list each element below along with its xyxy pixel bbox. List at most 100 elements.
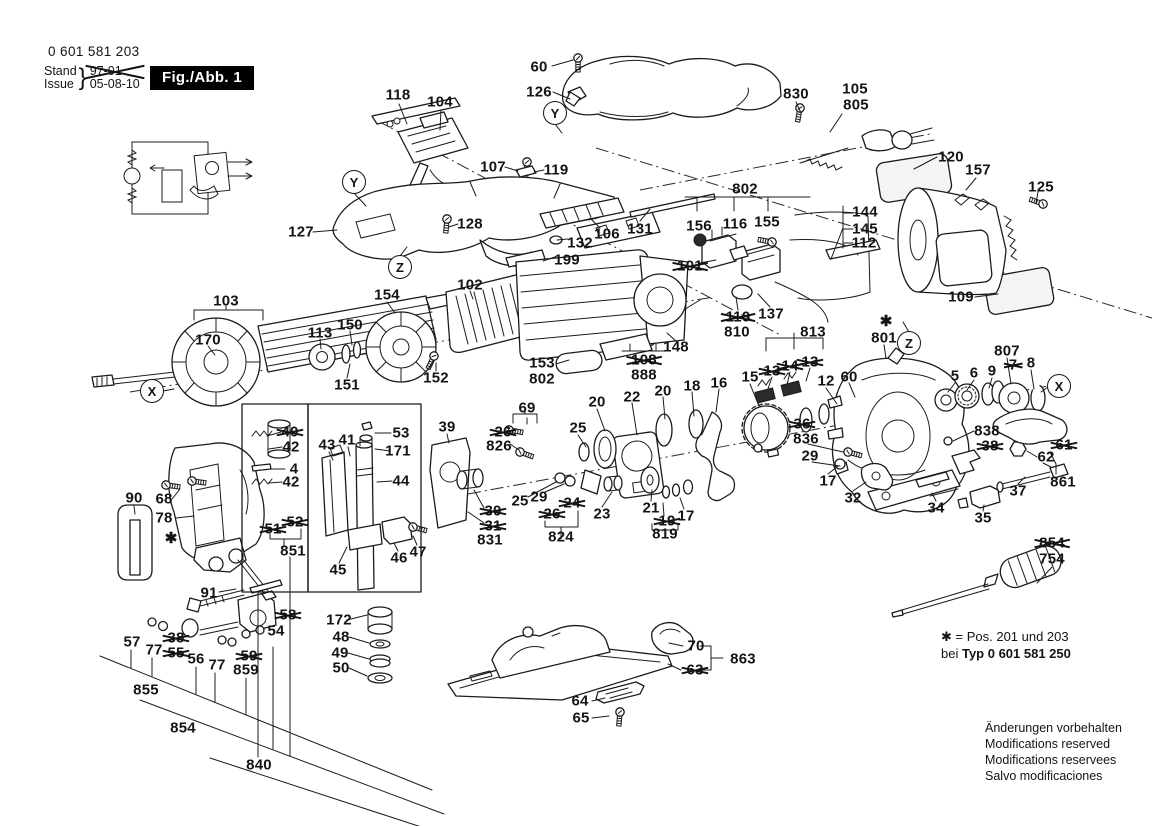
part-label-855: 855 bbox=[133, 681, 159, 699]
part-label-30: 30 bbox=[484, 502, 502, 520]
part-label-153: 153 bbox=[529, 354, 555, 372]
asterisk-note: ✱ = Pos. 201 und 203 bei Typ 0 601 581 2… bbox=[941, 628, 1071, 662]
part-label-51: 51 bbox=[264, 520, 282, 538]
part-label-854: 854 bbox=[1039, 534, 1065, 552]
pendulum-assembly-drawing bbox=[118, 420, 290, 646]
part-label-15: 15 bbox=[741, 368, 759, 386]
leader-lines bbox=[134, 60, 1052, 718]
part-label-101: 101 bbox=[677, 257, 703, 275]
part-label-38: 38 bbox=[981, 437, 999, 455]
part-label-41: 41 bbox=[338, 431, 356, 449]
part-label-104: 104 bbox=[427, 93, 453, 111]
alignment-marker-z: Z bbox=[388, 255, 412, 279]
part-label-68: 68 bbox=[155, 490, 173, 508]
part-label-17: 17 bbox=[677, 507, 695, 525]
part-label-151: 151 bbox=[334, 376, 360, 394]
top-cover-drawing bbox=[563, 56, 781, 119]
part-label-44: 44 bbox=[392, 472, 410, 490]
part-label-109: 109 bbox=[948, 288, 974, 306]
part-label-127: 127 bbox=[288, 223, 314, 241]
part-label-18: 18 bbox=[683, 377, 701, 395]
part-label-45: 45 bbox=[329, 561, 347, 579]
part-label-16: 16 bbox=[710, 374, 728, 392]
alignment-marker-x: X bbox=[1047, 374, 1071, 398]
part-label-805: 805 bbox=[843, 96, 869, 114]
part-label-863: 863 bbox=[730, 650, 756, 668]
part-label-34: 34 bbox=[927, 499, 945, 517]
part-label-802: 802 bbox=[529, 370, 555, 388]
inset-schematic bbox=[124, 142, 252, 214]
part-label-62: 62 bbox=[1037, 448, 1055, 466]
part-label-60: 60 bbox=[530, 58, 548, 76]
part-label-20: 20 bbox=[588, 393, 606, 411]
part-label-145: 145 bbox=[852, 220, 878, 238]
part-label-859: 859 bbox=[233, 661, 259, 679]
part-label-116: 116 bbox=[722, 215, 748, 233]
part-label-22: 22 bbox=[623, 388, 641, 406]
bracket-lines bbox=[100, 197, 1056, 826]
alignment-marker-y: Y bbox=[342, 170, 366, 194]
part-label-49: 49 bbox=[331, 644, 349, 662]
part-label-12: 12 bbox=[817, 372, 835, 390]
part-label-19: 19 bbox=[658, 512, 676, 530]
part-label-6: 6 bbox=[969, 364, 979, 382]
part-label-42: 42 bbox=[282, 438, 300, 456]
part-label-78: 78 bbox=[155, 509, 173, 527]
part-label-61: 61 bbox=[1055, 436, 1073, 454]
part-label-8: 8 bbox=[1026, 354, 1036, 372]
part-label-43: 43 bbox=[318, 436, 336, 454]
part-label-830: 830 bbox=[783, 85, 809, 103]
part-label-60: 60 bbox=[840, 368, 858, 386]
part-label-801: 801 bbox=[871, 329, 897, 347]
part-label-840: 840 bbox=[246, 756, 272, 774]
part-label-888: 888 bbox=[631, 366, 657, 384]
part-label-7: 7 bbox=[1008, 356, 1018, 374]
electronics-drawing bbox=[638, 212, 880, 342]
part-label-110: 110 bbox=[725, 308, 751, 326]
part-label-20: 20 bbox=[654, 382, 672, 400]
alignment-marker-x: X bbox=[140, 379, 164, 403]
revision-line: Änderungen vorbehalten bbox=[985, 721, 1122, 735]
part-label-65: 65 bbox=[572, 709, 590, 727]
part-label-120: 120 bbox=[938, 148, 964, 166]
part-label-32: 32 bbox=[844, 489, 862, 507]
part-label-861: 861 bbox=[1050, 473, 1076, 491]
part-label-69: 69 bbox=[518, 399, 536, 417]
part-label-23: 23 bbox=[593, 505, 611, 523]
revision-line: Modifications reserved bbox=[985, 737, 1111, 751]
gear-cluster-drawing bbox=[430, 372, 872, 528]
brace-glyph: } bbox=[78, 64, 87, 91]
part-label-38: 38 bbox=[167, 629, 185, 647]
part-label-144: 144 bbox=[852, 203, 878, 221]
part-label-128: 128 bbox=[457, 215, 483, 233]
part-label-131: 131 bbox=[627, 220, 653, 238]
part-label-56: 56 bbox=[187, 650, 205, 668]
part-label-52: 52 bbox=[286, 513, 304, 531]
revisions-block: Änderungen vorbehalten Modifications res… bbox=[985, 720, 1122, 784]
asterisk-note-line2: bei Typ 0 601 581 250 bbox=[941, 646, 1071, 661]
part-label-50: 50 bbox=[332, 659, 350, 677]
part-label-807: 807 bbox=[994, 342, 1020, 360]
part-label-25: 25 bbox=[569, 419, 587, 437]
part-label-59: 59 bbox=[240, 647, 258, 665]
part-label-156: 156 bbox=[686, 217, 712, 235]
part-label-35: 35 bbox=[974, 509, 992, 527]
revision-line: Modifications reservees bbox=[985, 753, 1117, 767]
screwdriver-drawing bbox=[892, 542, 1065, 617]
part-label-77: 77 bbox=[208, 656, 226, 674]
foot-plate-drawing bbox=[448, 623, 693, 727]
alignment-marker-y: Y bbox=[543, 101, 567, 125]
part-label-199: 199 bbox=[554, 251, 580, 269]
part-label-14: 14 bbox=[781, 357, 799, 375]
part-label-4: 4 bbox=[289, 460, 299, 478]
asterisk-note-line1: ✱ = Pos. 201 und 203 bbox=[941, 629, 1069, 644]
part-label-157: 157 bbox=[965, 161, 991, 179]
part-label-126: 126 bbox=[526, 83, 552, 101]
part-label-132: 132 bbox=[567, 234, 593, 252]
part-label-108: 108 bbox=[631, 351, 657, 369]
part-label-854: 854 bbox=[170, 719, 196, 737]
part-label-152: 152 bbox=[423, 369, 449, 387]
asterisk-mark: ✱ bbox=[879, 313, 893, 330]
